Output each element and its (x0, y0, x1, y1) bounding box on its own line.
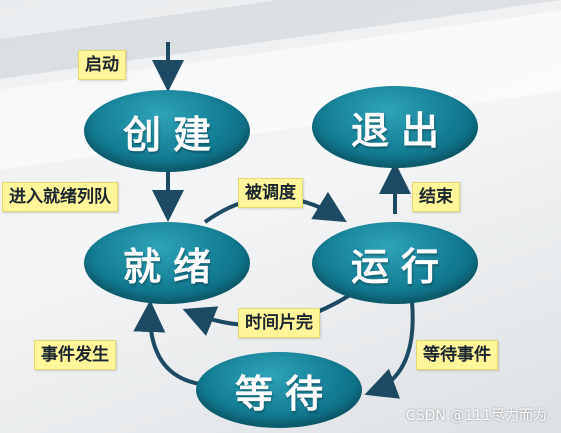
watermark: CSDN @111尽力而为 (405, 408, 547, 424)
state-exit: 退出 (312, 86, 478, 168)
label-wait-event: 等待事件 (416, 340, 498, 370)
state-waiting: 等待 (196, 352, 362, 428)
state-ready: 就绪 (84, 222, 250, 304)
state-waiting-label: 等待 (234, 371, 335, 416)
state-create: 创建 (84, 90, 250, 172)
label-finish: 结束 (412, 182, 460, 212)
state-exit-label: 退出 (350, 108, 451, 153)
state-running-label: 运行 (350, 244, 451, 289)
label-scheduled: 被调度 (238, 178, 303, 208)
label-start: 启动 (78, 50, 126, 80)
arrow-wait-event (364, 301, 415, 399)
label-enter-ready-queue: 进入就绪列队 (2, 182, 118, 212)
label-time-slice-done: 时间片完 (238, 308, 320, 338)
label-event-occurs: 事件发生 (34, 340, 116, 370)
state-running: 运行 (312, 222, 478, 304)
arrow-event-occurs (133, 300, 201, 386)
state-ready-label: 就绪 (122, 244, 223, 289)
state-create-label: 创建 (122, 112, 223, 157)
